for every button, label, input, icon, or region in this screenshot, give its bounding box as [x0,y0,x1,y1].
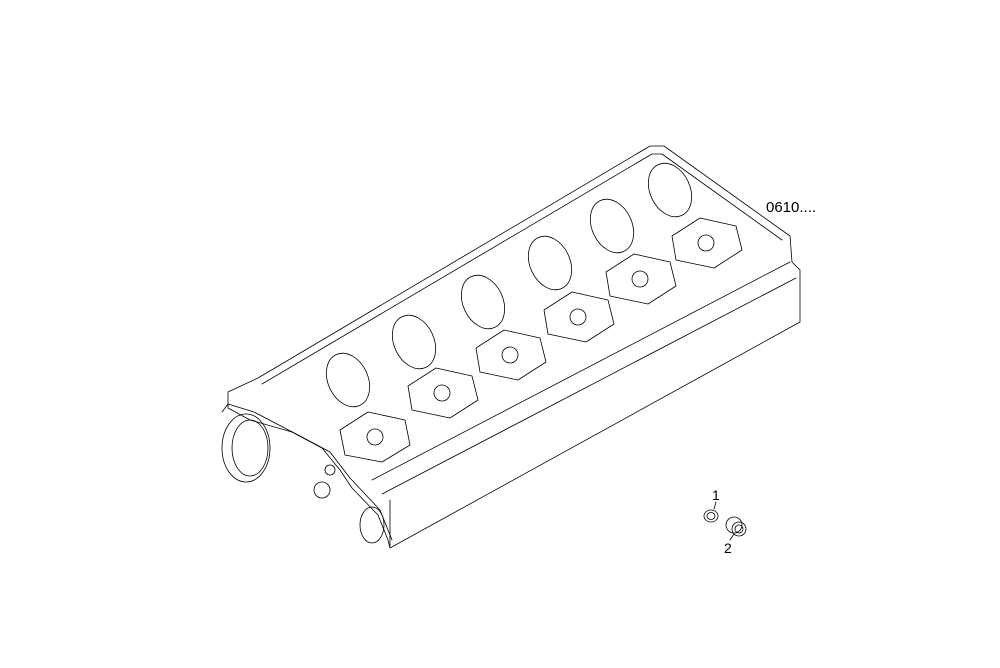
callout-label-1: 1 [712,487,720,503]
cylinder-bores [325,162,693,408]
plug-part [725,516,747,537]
sealing-ring-part [703,509,719,523]
cylinder-head-outline [221,145,801,549]
callout-leaders [713,501,735,541]
reference-code: 0610.... [766,199,817,216]
front-bore [221,413,385,544]
callout-label-2: 2 [724,540,732,556]
valve-port-plates [339,217,743,463]
